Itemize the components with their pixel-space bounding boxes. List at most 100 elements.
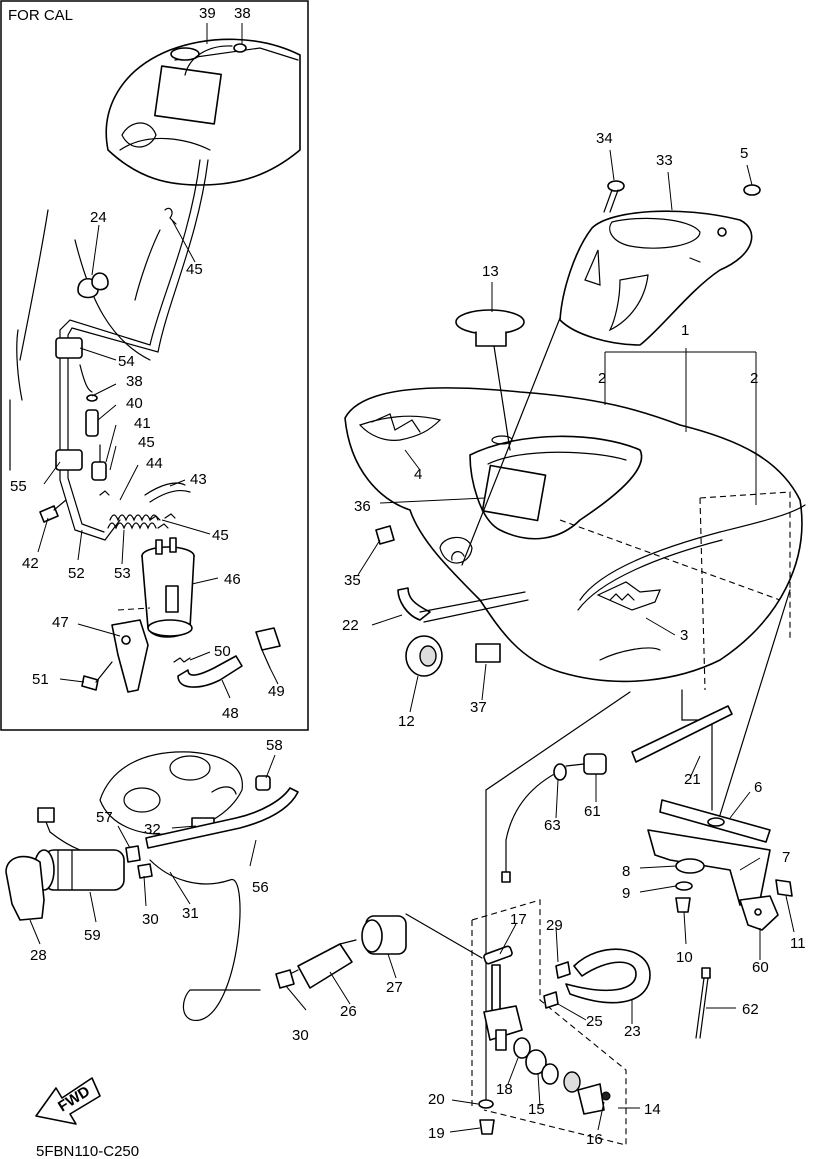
fuel-tank-1: [344, 387, 803, 683]
callout-33: 33: [656, 152, 673, 169]
callout-30a: 30: [142, 911, 159, 928]
callout-15: 15: [528, 1101, 545, 1118]
strip-21: [631, 705, 733, 763]
clip-25: [543, 991, 559, 1009]
callout-27: 27: [386, 979, 403, 996]
inset-pipe: [59, 159, 201, 541]
callout-3: 3: [680, 627, 688, 644]
callout-30b: 30: [292, 1027, 309, 1044]
grommet-5: [743, 184, 761, 196]
damper-35: [375, 525, 395, 545]
cable-tie-62: [695, 967, 711, 1039]
part-40: [85, 409, 99, 437]
clip-57: [125, 845, 141, 863]
screw-19: [479, 1119, 495, 1135]
callout-25: 25: [586, 1013, 603, 1030]
callout-34: 34: [596, 130, 613, 147]
callout-14: 14: [644, 1101, 661, 1118]
hose-56: [145, 787, 299, 849]
hose-31: [149, 859, 261, 1021]
callout-35: 35: [344, 572, 361, 589]
callout-63: 63: [544, 817, 561, 834]
callout-42: 42: [22, 555, 39, 572]
cap-13: [455, 309, 525, 347]
callout-59: 59: [84, 927, 101, 944]
hose-22: [397, 587, 431, 621]
filler-neck-36: [481, 464, 547, 522]
plate-17: [483, 945, 513, 965]
callout-61: 61: [584, 803, 601, 820]
callout-37: 37: [470, 699, 487, 716]
callout-19: 19: [428, 1125, 445, 1142]
clamp-49: [255, 627, 281, 651]
callout-18: 18: [496, 1081, 513, 1098]
fitting-61: [565, 753, 607, 775]
callout-51: 51: [32, 671, 49, 688]
o-ring-15: [525, 1049, 547, 1075]
callout-50: 50: [214, 643, 231, 660]
clamp-30b: [275, 969, 295, 989]
hose-23: [565, 948, 651, 1004]
damper-12: [405, 635, 443, 677]
callout-1: 1: [681, 322, 689, 339]
bolt-10: [675, 897, 691, 913]
callout-38a: 38: [234, 5, 251, 22]
hose-43: [144, 482, 186, 496]
callout-58: 58: [266, 737, 283, 754]
callout-39: 39: [199, 5, 216, 22]
callout-31: 31: [182, 905, 199, 922]
fuel-cock: [483, 964, 523, 1051]
callout-48: 48: [222, 705, 239, 722]
washer-8: [675, 858, 705, 874]
bracket-47: [111, 619, 149, 693]
lower-left-parts: FWD: [5, 751, 483, 1125]
callout-11: 11: [790, 935, 806, 952]
tank-cover-33: [559, 210, 753, 346]
valve-27: [361, 913, 483, 959]
callout-36: 36: [354, 498, 371, 515]
bracket-7: [647, 829, 771, 906]
clamp-55: [55, 449, 83, 471]
callout-46: 46: [224, 571, 241, 588]
part-41: [91, 461, 107, 481]
callout-21: 21: [684, 771, 701, 788]
throttle-body-area: [99, 751, 243, 835]
fitting-58: [255, 775, 271, 791]
fwd-arrow: FWD: [35, 1077, 101, 1125]
hose-48: [177, 655, 243, 688]
callout-13: 13: [482, 263, 499, 280]
callout-7: 7: [782, 849, 790, 866]
diagram-code: 5FBN110-C250: [36, 1143, 139, 1159]
callout-6: 6: [754, 779, 762, 796]
hose-38: [79, 364, 93, 393]
hose-39: [184, 45, 233, 76]
callout-57: 57: [96, 809, 113, 826]
callout-8: 8: [622, 863, 630, 880]
callout-22: 22: [342, 617, 359, 634]
callout-10: 10: [676, 949, 693, 966]
callout-9: 9: [622, 885, 630, 902]
callout-62: 62: [742, 1001, 759, 1018]
callout-12: 12: [398, 713, 415, 730]
callout-41: 41: [134, 415, 151, 432]
callout-45a: 45: [186, 261, 203, 278]
clamp-30a: [137, 863, 153, 879]
callout-24: 24: [90, 209, 107, 226]
o-ring-18: [513, 1037, 531, 1059]
cover-16: [577, 1083, 605, 1115]
bolt-51: [81, 675, 99, 691]
callout-40: 40: [126, 395, 143, 412]
lower-right-parts: [449, 589, 795, 1146]
callout-23: 23: [624, 1023, 641, 1040]
callout-16: 16: [586, 1131, 603, 1148]
callout-43: 43: [190, 471, 207, 488]
callout-55: 55: [10, 478, 27, 495]
callout-28: 28: [30, 947, 47, 964]
callout-38b: 38: [126, 373, 143, 390]
inset-label: FOR CAL: [8, 7, 73, 24]
callout-2b: 2: [750, 370, 758, 387]
screw-34: [603, 180, 625, 213]
callout-54: 54: [118, 353, 135, 370]
inset-frame: [9, 209, 49, 471]
inset-border: [0, 0, 309, 731]
